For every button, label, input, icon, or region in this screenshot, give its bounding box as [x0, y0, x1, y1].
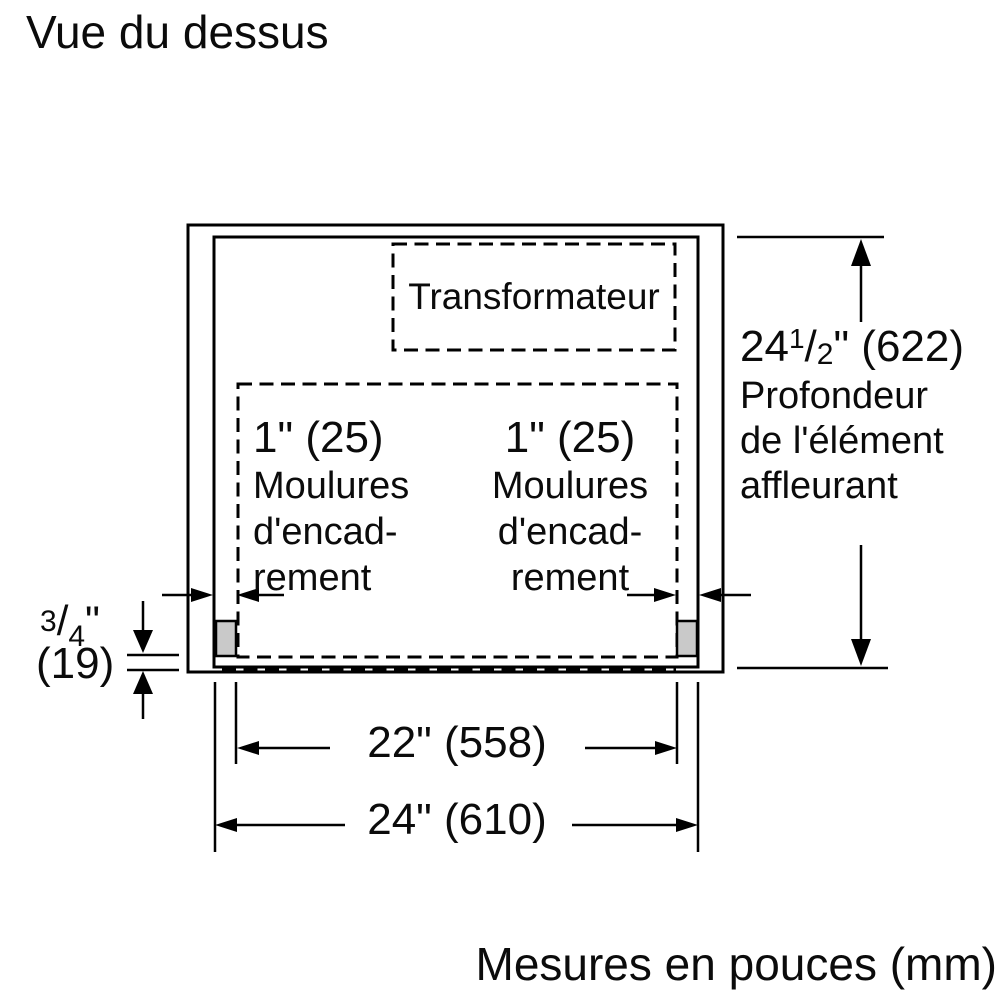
trim-dashed-outline: [236, 382, 679, 659]
depth-label: 241/2" (622) Profondeur de l'élément aff…: [740, 320, 964, 509]
inner-width-dimension-arrows: [237, 741, 677, 755]
depth-label-line3: affleurant: [740, 465, 898, 507]
transformer-label: Transformateur: [408, 276, 660, 318]
inner-cutout-outline: [212, 235, 700, 669]
outer-width-dimension-arrows: [215, 818, 698, 832]
depth-dimension: [737, 235, 888, 670]
outer-width-value: 24" (610): [367, 795, 547, 844]
inner-width-value: 22" (558): [367, 718, 547, 767]
thickness-dimension: [127, 601, 179, 719]
right-trim-size: 1" (25): [504, 413, 636, 462]
left-trim-block: [214, 619, 238, 658]
depth-value: 241/2" (622): [740, 322, 965, 371]
left-trim-line2: d'encad-: [253, 511, 398, 553]
depth-label-line1: Profondeur: [740, 375, 929, 417]
left-trim-line3: rement: [253, 557, 372, 599]
right-trim-line3: rement: [510, 557, 630, 599]
left-trim-dimension-arrows: [162, 588, 284, 602]
page-title: Vue du dessus: [26, 6, 329, 58]
outer-cabinet-outline: [186, 223, 725, 674]
units-caption: Mesures en pouces (mm): [475, 938, 998, 990]
left-trim-line1: Moulures: [253, 465, 410, 507]
right-trim-block: [675, 619, 699, 658]
depth-label-line2: de l'élément: [740, 420, 944, 462]
right-trim-label: 1" (25) Moulures d'encad- rement: [410, 413, 730, 601]
thickness-mm: (19): [36, 639, 115, 688]
extension-lines: [213, 682, 700, 852]
right-trim-line1: Moulures: [491, 465, 649, 507]
transformer-box-outline: [391, 242, 677, 352]
right-trim-line2: d'encad-: [497, 511, 643, 553]
left-trim-size: 1" (25): [253, 413, 384, 462]
right-trim-dimension-arrows: [627, 588, 751, 602]
left-trim-label: 1" (25) Moulures d'encad- rement: [253, 413, 409, 601]
thickness-fraction: 3/4": [40, 597, 100, 653]
